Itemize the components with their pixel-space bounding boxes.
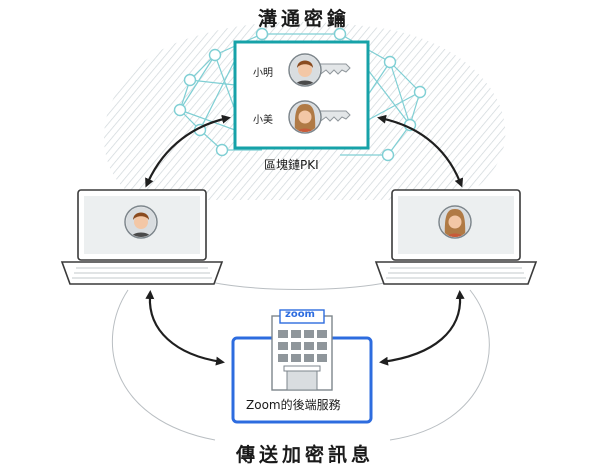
laptop-left <box>60 189 224 285</box>
key-icon <box>317 63 351 77</box>
bottom-title: 傳送加密訊息 <box>236 444 375 466</box>
user1-name: 小明 <box>253 68 273 79</box>
top-title: 溝通密鑰 <box>258 8 351 30</box>
arrow-left-laptop-to-server <box>145 290 225 366</box>
arrows <box>145 114 465 366</box>
arrow-left-laptop-to-keypanel <box>145 114 231 188</box>
laptop-link-line <box>209 281 391 290</box>
user2-name: 小美 <box>253 115 273 126</box>
building-icon <box>271 309 333 391</box>
arrow-right-laptop-to-keypanel <box>377 114 464 188</box>
server-caption: Zoom的後端服務 <box>246 398 341 412</box>
arrow-right-laptop-to-server <box>379 290 465 366</box>
zoom-server <box>231 309 373 424</box>
person-male-avatar <box>288 53 322 87</box>
key-panel-caption: 區塊鏈PKI <box>264 158 319 172</box>
outer-arc <box>111 289 490 441</box>
key-icon-2 <box>317 110 351 124</box>
person-female-avatar <box>288 100 322 134</box>
person-male-avatar <box>124 205 158 239</box>
person-female-avatar <box>438 205 472 239</box>
zoom-logo: zoom <box>285 309 315 320</box>
key-panel <box>233 40 370 150</box>
laptop-right <box>374 189 538 285</box>
